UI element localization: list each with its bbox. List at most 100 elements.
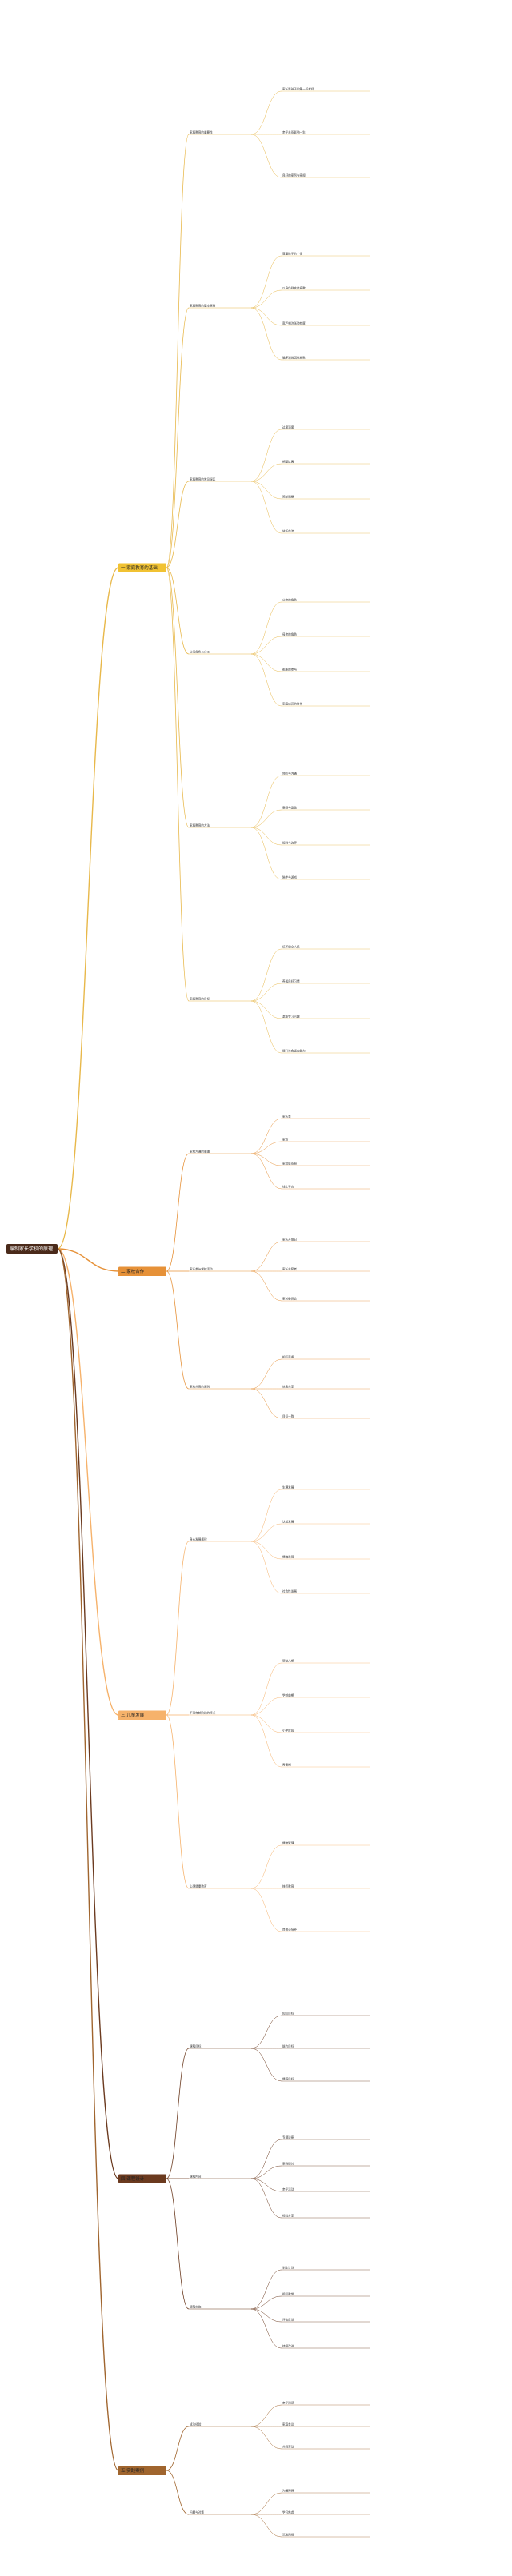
- root-node[interactable]: [6, 1244, 58, 1254]
- leaf-node: 培养健全人格: [282, 945, 300, 949]
- group-to-leaf-connector: [250, 1000, 282, 1019]
- leaf-node: 家长会: [282, 1115, 291, 1119]
- group-to-leaf-connector: [250, 134, 282, 178]
- group-to-leaf-connector: [250, 481, 282, 534]
- leaf-node: 家长开放日: [282, 1238, 297, 1242]
- group-node: 课程内容: [190, 2175, 202, 2179]
- group-to-leaf-connector: [250, 775, 282, 828]
- leaf-node: 尊重孩子的个性: [282, 252, 303, 256]
- group-to-leaf-connector: [250, 1141, 282, 1154]
- group-to-leaf-connector: [250, 1844, 282, 1889]
- leaf-node: 沉迷网络: [282, 2533, 294, 2537]
- leaf-node: 学习焦虑: [282, 2510, 294, 2514]
- group-to-leaf-connector: [250, 429, 282, 482]
- leaf-node: 循序渐进因材施教: [282, 356, 306, 360]
- branch-to-group-connector: [166, 2178, 190, 2310]
- group-to-leaf-connector: [250, 2308, 282, 2323]
- branch-label: 四 课程设计: [121, 2175, 145, 2182]
- leaf-node: 制定计划: [282, 2266, 294, 2270]
- branch-to-group-connector: [166, 481, 190, 568]
- leaf-node: 放任自流: [282, 529, 294, 533]
- group-to-leaf-connector: [250, 2308, 282, 2349]
- leaf-node: 家校联系册: [282, 1162, 297, 1166]
- branch-node[interactable]: [118, 563, 166, 572]
- leaf-node: 情绪管理: [282, 1841, 294, 1845]
- root-to-branch-connector: [57, 567, 119, 1250]
- group-to-leaf-connector: [250, 1153, 282, 1166]
- leaf-node: 家庭会议: [282, 2422, 294, 2426]
- group-to-leaf-connector: [250, 1241, 282, 1272]
- group-to-leaf-connector: [250, 1714, 282, 1768]
- group-node: 父母角色与分工: [190, 650, 210, 654]
- group-to-leaf-connector: [250, 2492, 282, 2515]
- group-to-leaf-connector: [250, 2015, 282, 2049]
- group-node: 家庭教育的方法: [190, 823, 210, 827]
- leaf-node: 学龄前期: [282, 1693, 294, 1697]
- leaf-node: 共同劳动: [282, 2445, 294, 2449]
- leaf-node: 倾听与沟通: [282, 772, 297, 776]
- leaf-node: 家庭成员的协作: [282, 702, 303, 706]
- branch-to-group-connector: [166, 134, 190, 568]
- group-to-leaf-connector: [250, 1697, 282, 1716]
- group-to-leaf-connector: [250, 827, 282, 880]
- group-to-leaf-connector: [250, 1388, 282, 1419]
- leaf-node: 信息共享: [282, 1385, 294, 1389]
- group-to-leaf-connector: [250, 1714, 282, 1733]
- leaf-node: 父亲的角色: [282, 598, 297, 602]
- leaf-node: 社会性发展: [282, 1589, 297, 1593]
- branch-to-group-connector: [166, 1714, 190, 1889]
- leaf-node: 母亲的角色: [282, 632, 297, 636]
- group-node: 家校共育的原则: [190, 1385, 210, 1389]
- group-to-leaf-connector: [250, 1000, 282, 1054]
- group-to-leaf-connector: [250, 1270, 282, 1302]
- branch-to-group-connector: [166, 567, 190, 655]
- group-to-leaf-connector: [250, 809, 282, 828]
- group-node: 家校沟通的渠道: [190, 1150, 210, 1154]
- group-to-leaf-connector: [250, 90, 282, 135]
- branch-to-group-connector: [166, 1270, 190, 1390]
- group-to-leaf-connector: [250, 983, 282, 1002]
- leaf-node: 陪伴与游戏: [282, 875, 297, 879]
- group-to-leaf-connector: [250, 2269, 282, 2310]
- leaf-node: 祖辈的参与: [282, 668, 297, 672]
- group-node: 身心发展规律: [190, 1537, 207, 1541]
- leaf-node: 提升社会适应能力: [282, 1049, 306, 1053]
- group-to-leaf-connector: [250, 307, 282, 361]
- root-label: 编制家长学校的原理: [10, 1246, 53, 1252]
- branch-node[interactable]: [118, 2466, 166, 2475]
- branch-node[interactable]: [118, 2174, 166, 2183]
- leaf-node: 小学阶段: [282, 1729, 294, 1733]
- root-to-branch-connector: [57, 1248, 119, 1272]
- group-to-leaf-connector: [250, 2514, 282, 2538]
- root-to-branch-connector: [57, 1248, 119, 2179]
- group-node: 家庭教育的重要性: [190, 130, 213, 134]
- branch-node[interactable]: [118, 1710, 166, 1720]
- group-to-leaf-connector: [250, 1118, 282, 1154]
- root-to-branch-connector: [57, 1248, 119, 2471]
- leaf-node: 过度溺爱: [282, 425, 294, 429]
- leaf-node: 期望过高: [282, 460, 294, 464]
- branch-label: 五 实践案例: [121, 2467, 145, 2474]
- leaf-node: 青春期: [282, 1763, 291, 1767]
- group-to-leaf-connector: [250, 1523, 282, 1542]
- leaf-node: 认知发展: [282, 1520, 294, 1524]
- leaf-node: 持续改进: [282, 2344, 294, 2348]
- leaf-node: 亲子关系影响一生: [282, 130, 306, 134]
- group-to-leaf-connector: [250, 481, 282, 500]
- group-to-leaf-connector: [250, 827, 282, 846]
- group-to-leaf-connector: [250, 2295, 282, 2310]
- leaf-node: 亲子阅读: [282, 2401, 294, 2405]
- branch-to-group-connector: [166, 2470, 190, 2515]
- branch-node[interactable]: [118, 1266, 166, 1276]
- leaf-node: 简单粗暴: [282, 495, 294, 499]
- leaf-node: 家长志愿者: [282, 1267, 297, 1271]
- root-to-branch-connector: [57, 1248, 119, 1716]
- branch-to-group-connector: [166, 567, 190, 828]
- branch-to-group-connector: [166, 567, 190, 1002]
- group-to-leaf-connector: [250, 2178, 282, 2192]
- leaf-node: 亲子活动: [282, 2187, 294, 2191]
- group-to-leaf-connector: [250, 2165, 282, 2179]
- branch-to-group-connector: [166, 1153, 190, 1272]
- group-node: 课程实施: [190, 2305, 202, 2309]
